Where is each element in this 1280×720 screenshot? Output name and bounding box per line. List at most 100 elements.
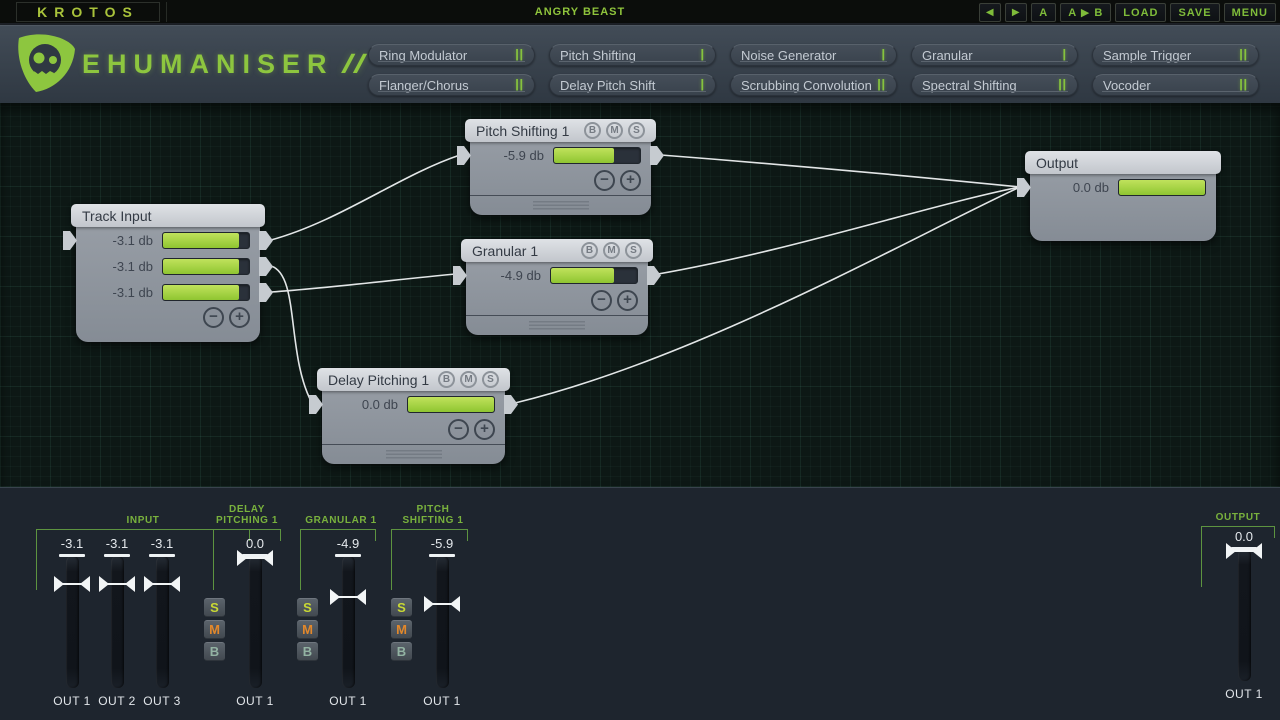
module-flanger-chorus[interactable]: Flanger/Chorus II xyxy=(368,74,535,96)
fader-handle[interactable] xyxy=(54,576,90,592)
output-port-2[interactable] xyxy=(259,257,273,276)
solo-button[interactable]: S xyxy=(628,122,645,139)
add-channel-button[interactable]: + xyxy=(620,170,641,191)
input-port[interactable] xyxy=(457,146,471,165)
fader-track[interactable] xyxy=(424,554,460,688)
bypass-button[interactable]: B xyxy=(581,242,598,259)
remove-channel-button[interactable]: − xyxy=(594,170,615,191)
module-pitch-shifting[interactable]: Pitch Shifting I xyxy=(549,44,716,66)
node-title-bar[interactable]: Track Input xyxy=(71,204,265,227)
module-granular[interactable]: Granular I xyxy=(911,44,1078,66)
fader-handle[interactable] xyxy=(330,589,366,605)
fader-handle[interactable] xyxy=(424,596,460,612)
fader-handle[interactable] xyxy=(144,576,180,592)
ab-state-button[interactable]: A xyxy=(1031,3,1057,22)
menu-button[interactable]: MENU xyxy=(1223,3,1276,22)
module-scrubbing-convolution[interactable]: Scrubbing Convolution II xyxy=(730,74,897,96)
node-granular-1[interactable]: Granular 1 B M S -4.9 db − + xyxy=(453,239,661,335)
node-resize-grip[interactable] xyxy=(466,315,648,335)
node-pitch-shifting-1[interactable]: Pitch Shifting 1 B M S -5.9 db − + xyxy=(457,119,664,215)
mixer-section-label-output: OUTPUT xyxy=(1215,512,1261,523)
meter-row: -5.9 db xyxy=(470,142,651,168)
module-sample-trigger[interactable]: Sample Trigger II xyxy=(1092,44,1259,66)
node-output[interactable]: Output 0.0 db xyxy=(1017,151,1221,241)
fader-track[interactable] xyxy=(99,554,135,688)
node-title-bar[interactable]: Pitch Shifting 1 B M S xyxy=(465,119,656,142)
preset-name[interactable]: ANGRY BEAST xyxy=(534,6,626,18)
fader-handle[interactable] xyxy=(237,550,273,566)
solo-button[interactable]: S xyxy=(625,242,642,259)
output-routing-label[interactable]: OUT 1 xyxy=(329,694,367,708)
ab-copy-button[interactable]: A ▶ B xyxy=(1060,3,1112,22)
dehumaniser-logo: EHUMANISER II xyxy=(14,33,376,95)
module-vocoder[interactable]: Vocoder II xyxy=(1092,74,1259,96)
add-channel-button[interactable]: + xyxy=(617,290,638,311)
mute-button[interactable]: M xyxy=(204,620,225,639)
fader-track[interactable] xyxy=(54,554,90,688)
mute-button[interactable]: M xyxy=(606,122,623,139)
node-delay-pitching-1[interactable]: Delay Pitching 1 B M S 0.0 db − + xyxy=(309,368,518,464)
load-button[interactable]: LOAD xyxy=(1115,3,1167,22)
input-port[interactable] xyxy=(453,266,467,285)
node-track-input[interactable]: Track Input -3.1 db -3.1 db -3.1 db − + xyxy=(63,204,273,342)
solo-button[interactable]: S xyxy=(482,371,499,388)
meter-fill xyxy=(554,147,615,163)
node-title-bar[interactable]: Output xyxy=(1025,151,1221,174)
next-preset-button[interactable]: ▶ xyxy=(1005,3,1028,22)
output-routing-label[interactable]: OUT 1 xyxy=(53,694,91,708)
fader-input-1: -3.1 OUT 1 xyxy=(49,536,95,708)
solo-button[interactable]: S xyxy=(391,598,412,617)
solo-button[interactable]: S xyxy=(297,598,318,617)
module-ring-modulator[interactable]: Ring Modulator II xyxy=(368,44,535,66)
remove-channel-button[interactable]: − xyxy=(591,290,612,311)
input-port[interactable] xyxy=(309,395,323,414)
level-meter xyxy=(162,283,250,301)
remove-channel-button[interactable]: − xyxy=(448,419,469,440)
mute-button[interactable]: M xyxy=(391,620,412,639)
node-graph-canvas[interactable]: Track Input -3.1 db -3.1 db -3.1 db − + xyxy=(0,103,1280,487)
bypass-button[interactable]: B xyxy=(584,122,601,139)
section-bracket xyxy=(391,529,468,590)
output-routing-label[interactable]: OUT 1 xyxy=(1225,687,1263,701)
remove-channel-button[interactable]: − xyxy=(203,307,224,328)
mixer-section-label-input: INPUT xyxy=(126,515,160,526)
add-channel-button[interactable]: + xyxy=(474,419,495,440)
node-title-bar[interactable]: Delay Pitching 1 B M S xyxy=(317,368,510,391)
output-port[interactable] xyxy=(504,395,518,414)
output-port-3[interactable] xyxy=(259,283,273,302)
mute-button[interactable]: M xyxy=(297,620,318,639)
output-routing-label[interactable]: OUT 3 xyxy=(143,694,181,708)
output-routing-label[interactable]: OUT 1 xyxy=(236,694,274,708)
module-noise-generator[interactable]: Noise Generator I xyxy=(730,44,897,66)
save-button[interactable]: SAVE xyxy=(1170,3,1220,22)
fader-track[interactable] xyxy=(1226,543,1262,681)
mute-button[interactable]: M xyxy=(460,371,477,388)
node-resize-grip[interactable] xyxy=(470,195,651,215)
fader-track[interactable] xyxy=(237,550,273,688)
fader-handle[interactable] xyxy=(99,576,135,592)
module-delay-pitch-shift[interactable]: Delay Pitch Shift I xyxy=(549,74,716,96)
input-port[interactable] xyxy=(63,231,77,250)
meter-fill xyxy=(163,284,239,300)
module-spectral-shifting[interactable]: Spectral Shifting II xyxy=(911,74,1078,96)
bypass-button[interactable]: B xyxy=(391,642,412,661)
previous-preset-button[interactable]: ◀ xyxy=(979,3,1002,22)
output-routing-label[interactable]: OUT 2 xyxy=(98,694,136,708)
node-title-bar[interactable]: Granular 1 B M S xyxy=(461,239,653,262)
output-port[interactable] xyxy=(650,146,664,165)
add-channel-button[interactable]: + xyxy=(229,307,250,328)
output-port-1[interactable] xyxy=(259,231,273,250)
instance-count-bars: I xyxy=(700,75,705,95)
input-port[interactable] xyxy=(1017,178,1031,197)
solo-button[interactable]: S xyxy=(204,598,225,617)
fader-track[interactable] xyxy=(330,554,366,688)
output-port[interactable] xyxy=(647,266,661,285)
mute-button[interactable]: M xyxy=(603,242,620,259)
fader-track[interactable] xyxy=(144,554,180,688)
fader-handle[interactable] xyxy=(1226,543,1262,559)
bypass-button[interactable]: B xyxy=(297,642,318,661)
bypass-button[interactable]: B xyxy=(204,642,225,661)
bypass-button[interactable]: B xyxy=(438,371,455,388)
node-resize-grip[interactable] xyxy=(322,444,505,464)
output-routing-label[interactable]: OUT 1 xyxy=(423,694,461,708)
